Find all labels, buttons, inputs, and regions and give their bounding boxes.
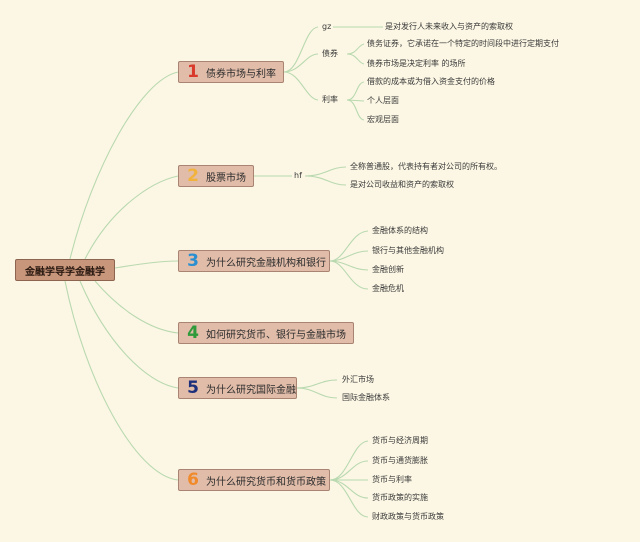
topic-number-3: 3: [187, 251, 199, 271]
leaf-text: 货币政策的实施: [372, 493, 428, 502]
leaf-text: 全称普通股，代表持有者对公司的所有权。: [350, 162, 502, 171]
subtopic-hf: hf: [294, 171, 302, 180]
leaf-text: 货币与利率: [372, 475, 412, 484]
leaf-text: 宏观层面: [367, 115, 399, 124]
link-root-topic2: [84, 175, 179, 260]
leaf-text: 金融危机: [372, 284, 404, 293]
subtopic-interest-rate: 利率: [322, 95, 338, 104]
topic-label-2: 股票市场: [206, 172, 246, 184]
topic-number-5: 5: [187, 378, 199, 398]
topic-label-1: 债券市场与利率: [206, 68, 276, 80]
link-root-topic1: [69, 71, 179, 260]
link-root-topic6: [64, 280, 179, 481]
leaf-text: 货币与经济周期: [372, 436, 428, 445]
topic-label-3: 为什么研究金融机构和银行: [206, 257, 326, 269]
topic-number-4: 4: [187, 323, 199, 343]
leaf-text: 外汇市场: [342, 375, 374, 384]
leaf-text: 债券市场是决定利率 的场所: [367, 59, 466, 68]
topic-label-4: 如何研究货币、银行与金融市场: [206, 329, 346, 341]
link-root-topic5: [79, 280, 179, 389]
topic-node-2[interactable]: 2 股票市场: [178, 165, 254, 187]
topic-number-1: 1: [187, 62, 199, 82]
topic-node-5[interactable]: 5 为什么研究国际金融: [178, 377, 297, 399]
leaf-text: 债务证券，它承诺在一个特定的时间段中进行定期支付: [367, 39, 559, 48]
leaf-text: 是对公司收益和资产的索取权: [350, 180, 454, 189]
topic-number-2: 2: [187, 166, 199, 186]
topic-label-5: 为什么研究国际金融: [206, 384, 296, 396]
root-label: 金融学导学金融学: [25, 266, 105, 278]
leaf-text: 金融体系的结构: [372, 226, 428, 235]
leaf-text: 个人层面: [367, 96, 399, 105]
leaf-text: 财政政策与货币政策: [372, 512, 444, 521]
root-node[interactable]: 金融学导学金融学: [15, 259, 115, 281]
topic-label-6: 为什么研究货币和货币政策: [206, 476, 326, 488]
topic-node-4[interactable]: 4 如何研究货币、银行与金融市场: [178, 322, 354, 344]
leaf-text: 货币与通货膨胀: [372, 456, 428, 465]
topic-node-3[interactable]: 3 为什么研究金融机构和银行: [178, 250, 330, 272]
leaf-text: 借款的成本或为借入资金支付的价格: [367, 77, 495, 86]
leaf-text: 金融创新: [372, 265, 404, 274]
link-root-topic3: [114, 260, 179, 269]
link-root-topic4: [94, 280, 179, 334]
leaf-text: 是对发行人未来收入与资产的索取权: [385, 22, 513, 31]
topic-node-1[interactable]: 1 债券市场与利率: [178, 61, 284, 83]
topic-number-6: 6: [187, 470, 199, 490]
subtopic-gz: gz: [322, 22, 332, 31]
leaf-text: 银行与其他金融机构: [372, 246, 444, 255]
subtopic-bond: 债券: [322, 49, 338, 58]
leaf-text: 国际金融体系: [342, 393, 390, 402]
topic-node-6[interactable]: 6 为什么研究货币和货币政策: [178, 469, 330, 491]
